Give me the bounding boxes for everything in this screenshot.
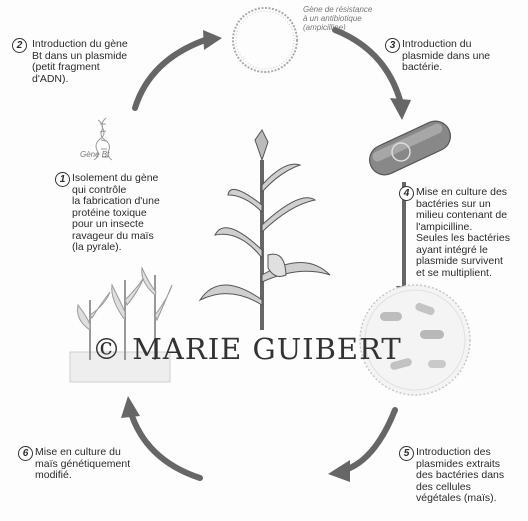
step-text: Introduction du plasmide dans une bactér… [402,39,527,74]
step-number-badge: 1 [55,172,70,187]
step-text: Introduction du gène Bt dans un plasmide… [32,39,177,85]
plasmid-illustration [233,8,297,72]
step-text: Isolement du gène qui contrôle la fabric… [72,173,202,254]
arrow-bottom-right [328,410,395,482]
step-number-badge: 6 [18,446,33,461]
plasmid-resistance-gene-label: Gène de résistance à un antibiotique (am… [303,5,372,32]
step-number-badge: 2 [12,38,27,53]
step-number-badge: 4 [399,186,414,201]
gene-bt-label: Gène Bt [80,150,109,159]
step-text: Introduction des plasmides extraits des … [416,447,526,505]
bacterium-illustration [365,116,456,180]
step-number-badge: 5 [399,446,414,461]
step-number-badge: 3 [385,38,400,53]
corn-plant-illustration [200,130,330,330]
copyright-watermark: © MARIE GUIBERT [92,332,402,366]
step-text: Mise en culture du maïs génétiquement mo… [35,447,155,482]
step-text: Mise en culture des bactéries sur un mil… [416,187,526,279]
